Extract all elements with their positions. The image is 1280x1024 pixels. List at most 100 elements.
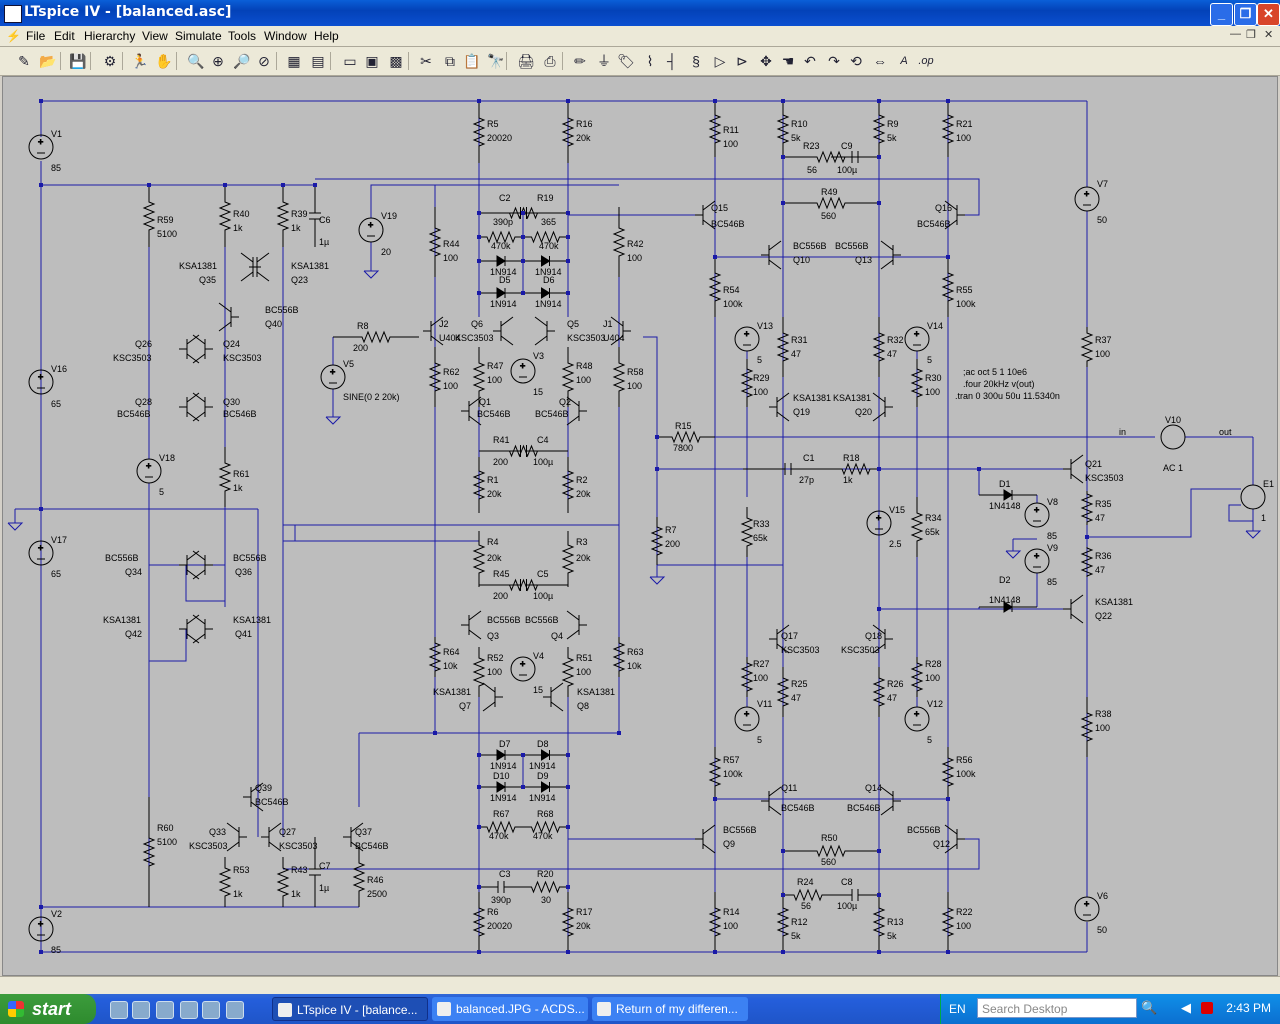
c9-value: 100µ (837, 165, 857, 175)
control-panel-icon[interactable]: ⚙ (103, 53, 117, 69)
paste-icon[interactable]: 📋 (463, 53, 481, 69)
task-ltspice[interactable]: LTspice IV - [balance... (272, 997, 428, 1021)
cascade-icon[interactable]: ▣ (365, 53, 379, 69)
restore-button[interactable]: ❐ (1234, 3, 1257, 26)
r45-label: R45 (493, 569, 510, 579)
zoom-in-icon[interactable]: 🔍 (187, 53, 205, 69)
menu-window[interactable]: Window (264, 29, 307, 43)
menu-file[interactable]: File (26, 29, 46, 43)
plus-sign: + (330, 367, 335, 377)
halt-icon[interactable]: ✋ (155, 53, 173, 69)
mdi-system-icon[interactable]: ⚡ (6, 29, 21, 43)
task-acdsee[interactable]: balanced.JPG - ACDS... (432, 997, 588, 1021)
diode-icon[interactable]: ▷ (714, 53, 726, 69)
c3-label: C3 (499, 869, 511, 879)
search-icon[interactable]: 🔍 (1141, 1000, 1158, 1015)
zoom-out-icon[interactable]: 🔎 (233, 53, 251, 69)
q33-label: Q33 (209, 827, 226, 837)
label-net-icon[interactable]: 🏷 (617, 53, 635, 69)
r47-value: 100 (487, 375, 502, 385)
toolbar: ✎ 📂 💾 ⚙ 🏃 ✋ 🔍 ⊕ 🔎 ⊘ ▦ ▤ ▭ ▣ ▩ ✂ ⧉ 📋 🔭 🖨 ⎙ ✏ ⏚ 🏷 ⌇ ┤ § ▷ ⊳ ✥ ☚ ↶ ↷ ⟲ ⇔ A .op (0, 47, 1280, 76)
ie-icon[interactable] (110, 1001, 128, 1019)
close-button[interactable]: ✕ (1257, 3, 1280, 26)
folder-icon[interactable] (180, 1001, 198, 1019)
menu-simulate[interactable]: Simulate (175, 29, 222, 43)
text-icon[interactable]: A (900, 55, 908, 67)
r25-label: R25 (791, 679, 808, 689)
cut-icon[interactable]: ✂ (420, 53, 432, 69)
resistor-icon[interactable]: ⌇ (646, 53, 654, 69)
open-icon[interactable]: 📂 (39, 53, 57, 69)
menu-view[interactable]: View (142, 29, 168, 43)
c2-label: C2 (499, 193, 511, 203)
task-browser-label: Return of my differen... (616, 1002, 738, 1016)
minimize-button[interactable]: _ (1210, 3, 1233, 26)
mdi-restore-icon[interactable]: ❐ (1246, 29, 1256, 41)
draw-wire-icon[interactable]: ✏ (574, 53, 586, 69)
zoom-cancel-icon[interactable]: ⊘ (258, 53, 270, 69)
move-icon[interactable]: ✥ (760, 53, 772, 69)
resistor (472, 347, 486, 407)
close-all-icon[interactable]: ▩ (389, 53, 403, 69)
tray-back-icon[interactable]: ◀ (1181, 1000, 1191, 1015)
plot-grid-icon[interactable]: ▤ (311, 53, 325, 69)
print-setup-icon[interactable]: 🖨 (517, 53, 535, 69)
q15-transistor (702, 200, 716, 211)
media-player-icon[interactable] (132, 1001, 150, 1019)
r54-value: 100k (723, 299, 743, 309)
start-button[interactable]: start (0, 994, 96, 1024)
plot-settings-icon[interactable]: ▦ (287, 53, 301, 69)
mdi-minimize-icon[interactable]: — (1230, 28, 1241, 40)
new-schematic-icon[interactable]: ✎ (18, 53, 30, 69)
find-icon[interactable]: 🔭 (487, 53, 505, 69)
inductor-icon[interactable]: § (692, 53, 700, 69)
q11-label: Q11 (781, 783, 797, 793)
menu-hierarchy[interactable]: Hierarchy (84, 29, 136, 43)
explorer-icon[interactable] (156, 1001, 174, 1019)
capacitor-icon[interactable]: ┤ (667, 53, 677, 69)
menu-help[interactable]: Help (314, 29, 339, 43)
r4-label: R4 (487, 537, 499, 547)
ground-icon[interactable]: ⏚ (597, 53, 611, 69)
save-icon[interactable]: 💾 (69, 53, 87, 69)
r16-value: 20k (576, 133, 591, 143)
d10-diode (496, 781, 506, 793)
undo-icon[interactable]: ↶ (804, 53, 816, 69)
task-browser[interactable]: Return of my differen... (592, 997, 748, 1021)
mirror-icon[interactable]: ⇔ (873, 53, 887, 69)
q34-label: Q34 (125, 567, 142, 577)
q36-label: Q36 (235, 567, 252, 577)
desktop-search-input[interactable]: Search Desktop (977, 998, 1137, 1018)
spice-directive-icon[interactable]: .op (918, 55, 934, 67)
r50-label: R50 (821, 833, 838, 843)
c6-label: C6 (319, 215, 331, 225)
rotate-icon[interactable]: ⟲ (850, 53, 862, 69)
r14-resistor (523, 230, 568, 244)
tile-icon[interactable]: ▭ (343, 53, 357, 69)
run-icon[interactable]: 🏃 (131, 53, 149, 69)
component-icon[interactable]: ⊳ (736, 53, 748, 69)
q9-transistor (702, 843, 716, 854)
notepad-icon[interactable] (202, 1001, 220, 1019)
print-icon[interactable]: ⎙ (544, 53, 556, 69)
c1-value: 27p (799, 475, 814, 485)
q14-label: Q14 (865, 783, 882, 793)
resistor (352, 847, 366, 907)
language-indicator[interactable]: EN (949, 1002, 966, 1016)
menu-tools[interactable]: Tools (228, 29, 257, 43)
menu-edit[interactable]: Edit (54, 29, 75, 43)
q12-label: Q12 (933, 839, 950, 849)
resistor (276, 185, 290, 247)
r14-label: R14 (723, 907, 740, 917)
redo-icon[interactable]: ↷ (828, 53, 840, 69)
zoom-pan-icon[interactable]: ⊕ (212, 53, 224, 69)
tray-app-icon[interactable] (1201, 1002, 1213, 1014)
copy-icon[interactable]: ⧉ (445, 53, 455, 69)
junction-dot (566, 825, 570, 829)
drag-icon[interactable]: ☚ (781, 53, 795, 69)
messenger-icon[interactable] (226, 1001, 244, 1019)
schematic-drawing[interactable]: ++++++++++++++++++ V185V285V1665V1765R59… (3, 77, 1277, 975)
mdi-close-icon[interactable]: ✕ (1264, 29, 1274, 41)
v16-label: V16 (51, 364, 67, 374)
